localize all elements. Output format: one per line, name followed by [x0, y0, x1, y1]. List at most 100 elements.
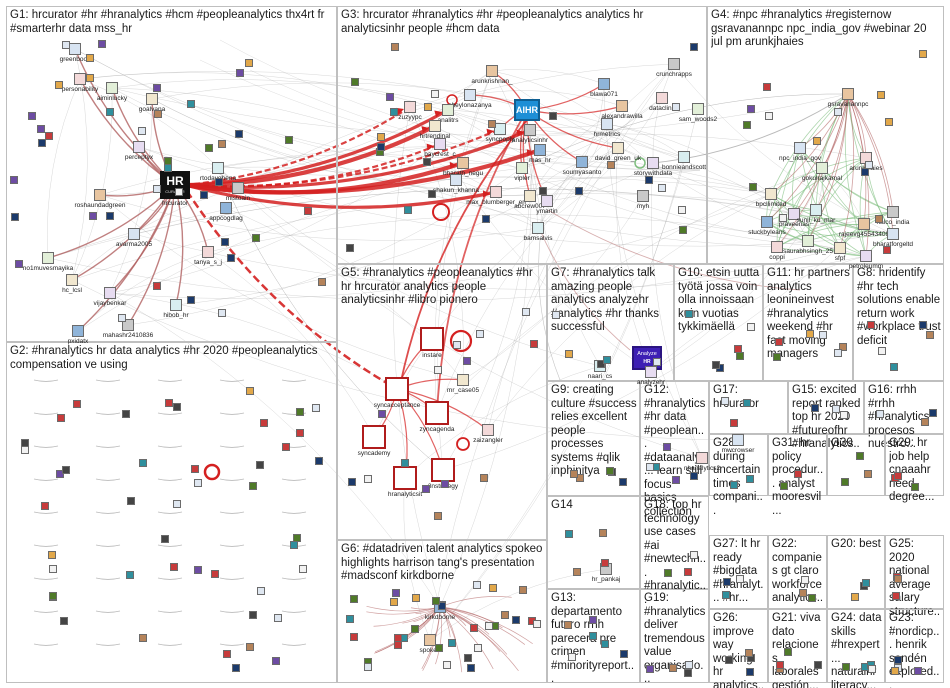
minor-node[interactable] [644, 176, 653, 185]
minor-node[interactable] [747, 322, 756, 331]
minor-node[interactable] [742, 121, 751, 130]
minor-node[interactable] [221, 238, 230, 247]
minor-node[interactable] [214, 177, 223, 186]
minor-node[interactable] [152, 282, 161, 291]
minor-node[interactable] [744, 649, 753, 658]
minor-node[interactable] [437, 601, 446, 610]
node-appcogdlag[interactable] [220, 202, 232, 214]
minor-node[interactable] [664, 568, 673, 577]
node-vijaybenkar[interactable] [104, 287, 116, 299]
minor-node[interactable] [794, 470, 803, 479]
node-petroleumm[interactable] [860, 250, 872, 262]
node-soumyasanto[interactable] [576, 156, 588, 168]
minor-node[interactable] [249, 610, 258, 619]
minor-node[interactable] [564, 620, 573, 629]
minor-node[interactable] [668, 664, 677, 673]
minor-node[interactable] [464, 653, 473, 662]
minor-node[interactable] [186, 295, 195, 304]
node-vipler[interactable] [516, 162, 528, 174]
minor-node[interactable] [347, 478, 356, 487]
minor-node[interactable] [833, 348, 842, 357]
minor-node[interactable] [645, 463, 654, 472]
minor-node[interactable] [62, 466, 71, 475]
node-mistoain[interactable] [232, 182, 244, 194]
minor-node[interactable] [251, 234, 260, 243]
minor-node[interactable] [256, 586, 265, 595]
minor-node[interactable] [532, 620, 541, 629]
minor-node[interactable] [400, 458, 409, 467]
minor-node[interactable] [841, 477, 850, 486]
minor-node[interactable] [126, 570, 135, 579]
minor-node[interactable] [105, 107, 114, 116]
minor-node[interactable] [894, 656, 903, 664]
minor-node[interactable] [255, 460, 264, 469]
minor-node[interactable] [568, 652, 577, 661]
minor-node[interactable] [137, 127, 146, 136]
minor-node[interactable] [85, 54, 94, 63]
node-sheylonazanya[interactable] [464, 89, 476, 101]
node-avarma2005[interactable] [128, 228, 140, 240]
minor-node[interactable] [296, 428, 305, 437]
node-bpcllimited[interactable] [765, 188, 777, 200]
minor-node[interactable] [392, 589, 401, 598]
minor-node[interactable] [376, 142, 385, 151]
minor-node[interactable] [479, 473, 488, 482]
minor-node[interactable] [721, 396, 730, 405]
minor-node[interactable] [259, 418, 268, 427]
minor-node[interactable] [838, 342, 847, 351]
minor-node[interactable] [440, 479, 449, 488]
minor-node[interactable] [469, 624, 478, 633]
minor-node[interactable] [861, 579, 870, 588]
minor-node[interactable] [573, 567, 582, 576]
minor-node[interactable] [672, 475, 681, 484]
minor-node[interactable] [218, 140, 227, 149]
minor-node[interactable] [774, 337, 783, 346]
minor-node[interactable] [818, 330, 827, 339]
minor-node[interactable] [855, 452, 864, 461]
minor-node[interactable] [346, 614, 355, 623]
minor-node[interactable] [244, 58, 253, 67]
minor-node[interactable] [152, 184, 161, 193]
node-coppi[interactable] [771, 241, 783, 253]
minor-node[interactable] [89, 212, 98, 221]
minor-node[interactable] [411, 624, 420, 633]
minor-node[interactable] [54, 81, 63, 90]
hrcurator-hub-node[interactable]: HR CURATOR [160, 171, 190, 199]
node-gokulrajkamal[interactable] [816, 162, 828, 174]
minor-node[interactable] [565, 350, 574, 359]
node-david[interactable] [612, 142, 624, 154]
minor-node[interactable] [476, 330, 485, 339]
minor-node[interactable] [548, 111, 557, 120]
node-zyncagenda[interactable] [425, 401, 449, 425]
minor-node[interactable] [37, 125, 46, 134]
node-shakun[interactable] [450, 174, 462, 186]
minor-node[interactable] [40, 501, 49, 510]
node-analitrs[interactable] [442, 104, 454, 116]
node-sfpf[interactable] [834, 242, 846, 254]
minor-node[interactable] [164, 399, 173, 408]
minor-node[interactable] [315, 456, 324, 465]
minor-node[interactable] [599, 529, 608, 538]
minor-node[interactable] [745, 475, 754, 484]
minor-node[interactable] [618, 477, 627, 486]
minor-node[interactable] [601, 558, 610, 567]
minor-node[interactable] [351, 77, 360, 86]
minor-node[interactable] [290, 540, 299, 549]
minor-node[interactable] [833, 108, 842, 117]
node-rtodayghena[interactable] [212, 162, 224, 174]
minor-node[interactable] [800, 575, 809, 584]
node-pxidatx[interactable] [72, 325, 84, 337]
minor-node[interactable] [690, 550, 699, 559]
minor-node[interactable] [736, 352, 745, 361]
minor-node[interactable] [678, 206, 687, 215]
minor-node[interactable] [679, 225, 687, 234]
minor-node[interactable] [876, 409, 885, 418]
node-zaizangler[interactable] [482, 424, 494, 436]
minor-node[interactable] [364, 662, 373, 671]
node-goalvana[interactable] [146, 93, 158, 105]
minor-node[interactable] [389, 598, 398, 607]
minor-node[interactable] [808, 594, 817, 603]
minor-node[interactable] [350, 632, 359, 641]
minor-node[interactable] [481, 214, 490, 223]
node-saurabh[interactable] [802, 235, 814, 247]
